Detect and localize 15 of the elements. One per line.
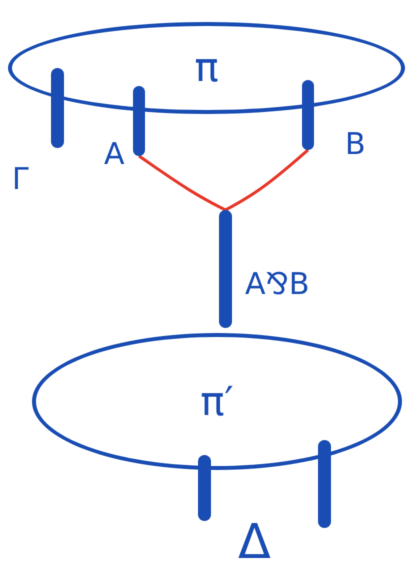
link-line bbox=[138, 154, 226, 212]
proof-label: π bbox=[194, 48, 219, 88]
proof-label: π′ bbox=[200, 382, 234, 422]
link-line bbox=[224, 148, 309, 212]
bar-stroke bbox=[198, 455, 211, 521]
formula-label: A⅋B bbox=[245, 270, 310, 300]
bar-stroke bbox=[302, 80, 314, 150]
bar-stroke bbox=[51, 68, 64, 148]
formula-label: Γ bbox=[12, 165, 29, 195]
bar-stroke bbox=[318, 440, 331, 528]
bar-stroke bbox=[219, 210, 232, 328]
bar-stroke bbox=[133, 86, 145, 156]
formula-label: Δ bbox=[238, 518, 271, 566]
formula-label: B bbox=[345, 130, 366, 160]
formula-label: A bbox=[104, 140, 125, 170]
